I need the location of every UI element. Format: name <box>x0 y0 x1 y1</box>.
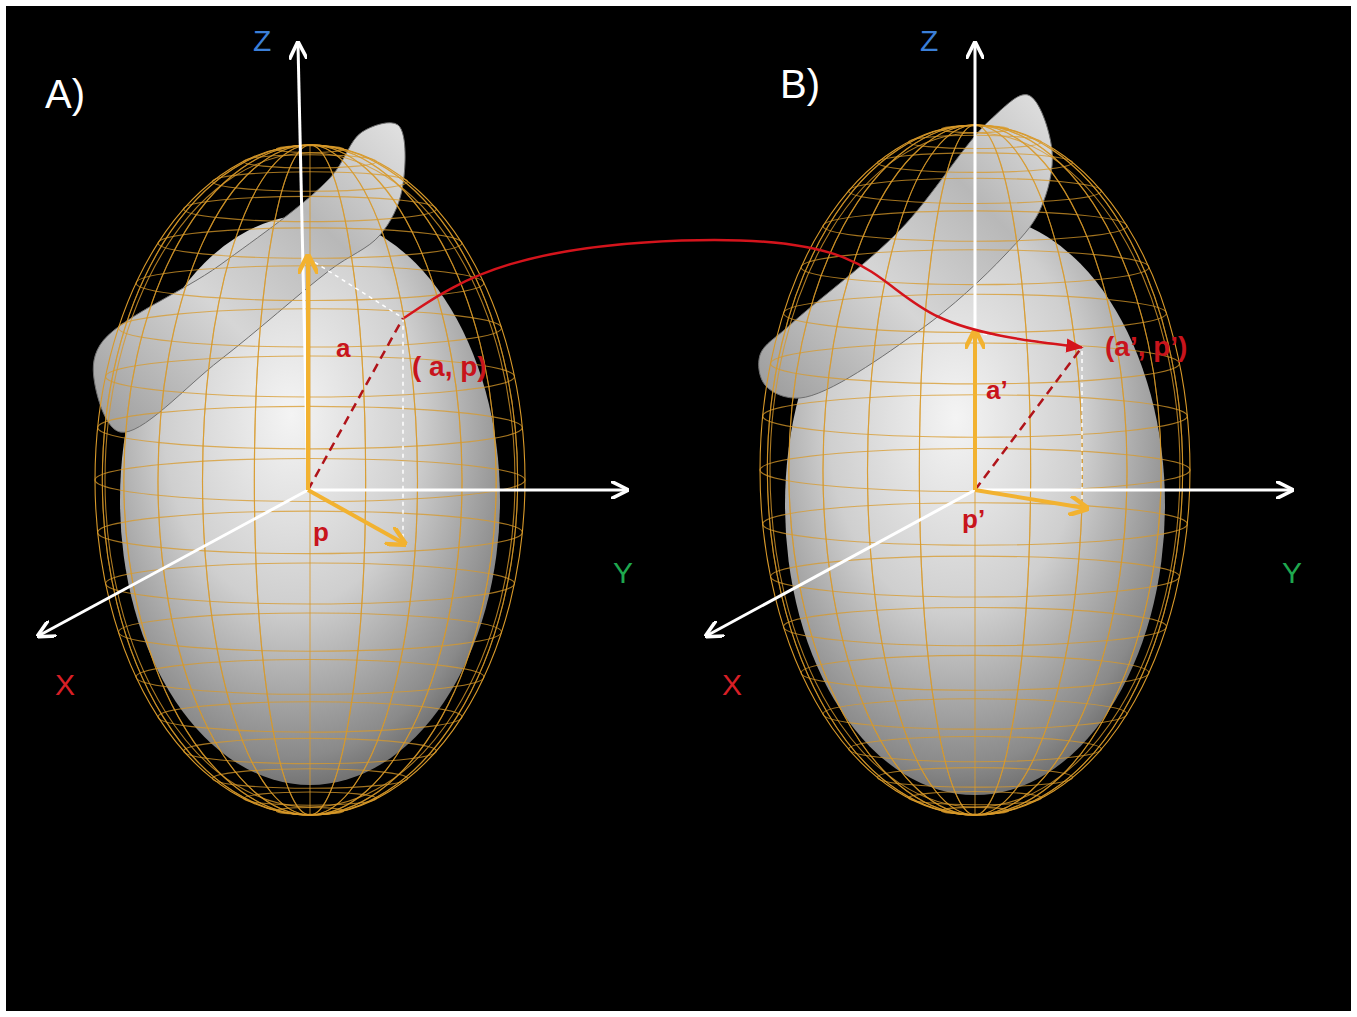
parallel-line <box>783 607 1166 645</box>
axis-name: Z <box>920 24 938 57</box>
meridian-line <box>254 145 365 815</box>
vector-name: p <box>313 518 329 547</box>
x-axis <box>708 490 975 635</box>
point-label: ( a, p) <box>398 318 491 385</box>
meridian-line <box>158 145 462 815</box>
parallel-line <box>212 172 407 192</box>
axis-name: Y <box>613 556 633 589</box>
parallel-line <box>184 196 437 221</box>
z-axis <box>298 45 308 490</box>
panel-a <box>40 45 625 815</box>
parallel-line <box>184 738 437 763</box>
parallel-line <box>276 808 343 815</box>
ellipsoid-wireframe <box>95 145 525 815</box>
projection-line <box>308 258 403 543</box>
axis-name: Y <box>1282 556 1302 589</box>
panel-letter: B) <box>780 62 820 106</box>
vector-name: a’ <box>986 376 1008 405</box>
axis-name: X <box>722 668 742 701</box>
axis-name: Z <box>253 24 271 57</box>
meridian-line <box>102 145 517 815</box>
parallel-line <box>941 807 1008 814</box>
mapping-arrow <box>404 240 1082 347</box>
projection-line <box>975 333 1082 500</box>
axial-vector <box>973 333 977 490</box>
axis-name: X <box>55 668 75 701</box>
meridian-line <box>254 145 365 815</box>
parallel-line <box>106 563 515 604</box>
y-axis <box>975 489 1290 492</box>
x-axis <box>40 490 308 635</box>
meridian-line <box>158 145 462 815</box>
meridian-line <box>124 145 496 815</box>
parallel-line <box>136 660 484 695</box>
parallel-line <box>771 556 1180 597</box>
planar-vector <box>975 490 1085 508</box>
parallel-line <box>801 655 1149 690</box>
z-axis <box>974 45 977 490</box>
coordinate-label: (a’, p’) <box>1105 332 1187 363</box>
background <box>6 6 1351 1011</box>
axial-vector <box>306 258 310 490</box>
meridian-line <box>203 145 418 815</box>
parallel-line <box>763 503 1188 545</box>
meridian-line <box>203 145 418 815</box>
position-vector <box>308 318 403 490</box>
position-vector <box>975 347 1082 490</box>
ellipsoid-inner-rim <box>105 153 515 807</box>
vector-name: a <box>336 334 350 363</box>
point-label: (a’, p’) <box>1084 330 1191 365</box>
parallel-line <box>98 511 523 553</box>
panel-b <box>708 45 1290 815</box>
parallel-line <box>823 699 1127 729</box>
panel-letter: A) <box>45 72 85 116</box>
parallel-line <box>212 769 407 789</box>
y-axis <box>308 489 625 492</box>
coordinate-label: ( a, p) <box>412 352 487 383</box>
parallel-line <box>276 146 343 153</box>
vector-name: p’ <box>962 505 985 534</box>
meridian-line <box>102 145 517 815</box>
meridian-line <box>95 145 525 815</box>
meridian-line <box>124 145 496 815</box>
parallel-line <box>158 228 462 258</box>
parallel-line <box>849 736 1102 761</box>
parallel-line <box>118 613 501 651</box>
tissue-fold <box>93 123 405 433</box>
parallel-line <box>877 768 1072 788</box>
parallel-line <box>158 702 462 732</box>
